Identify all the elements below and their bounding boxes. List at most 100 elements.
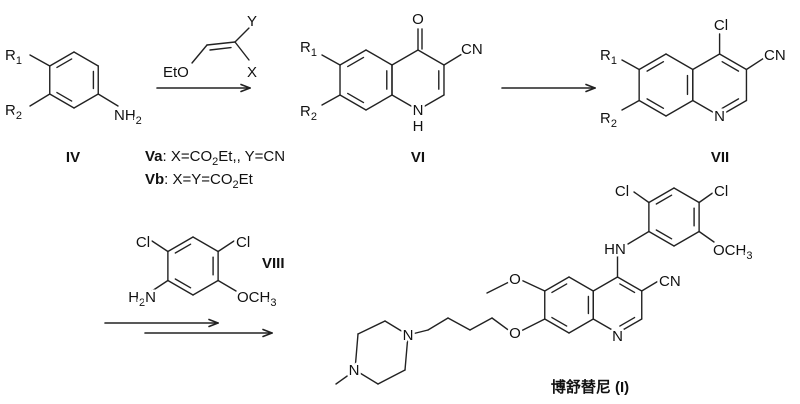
ring-anilino-bond [648, 230, 675, 247]
atom-r2: R2 [5, 102, 22, 122]
reaction-arrow-2-head [585, 83, 596, 89]
ring-IV-double-bond [56, 58, 73, 69]
atom-h: H [413, 118, 424, 135]
legend-Va: Va: X=CO2Et,, Y=CN [145, 148, 285, 168]
compound-bosutinib: Cl Cl HN OCH3 CN N O O N N 博舒替尼 (I) [346, 181, 755, 397]
atom-r2: R2 [300, 103, 317, 123]
ring-quinoline-pyridine-bond [592, 276, 619, 292]
ring-VIII-double-bond [174, 278, 192, 289]
ring-quinoline-pyridine-bond [616, 276, 643, 292]
atom-och3: OCH3 [237, 289, 276, 309]
bond-r1 [621, 59, 640, 71]
bond-r2 [321, 94, 341, 106]
atom-r1: R1 [5, 47, 22, 67]
ring-anilino-bond [648, 187, 675, 204]
compound-label-VI: VI [411, 149, 425, 166]
ring-IV-bond [73, 51, 99, 67]
bond-chain [427, 317, 449, 331]
ring-VII-pyridine-bond [692, 99, 721, 117]
reaction-arrow-3b-head [262, 328, 273, 334]
ring-VI-pyridone-bond [417, 94, 445, 111]
compound-label-product: 博舒替尼 (I) [551, 378, 629, 396]
bond-vinyl [206, 41, 236, 46]
ring-VI-benzo-double-bond [347, 92, 365, 104]
ring-VII-pyridine-double-bond [721, 98, 740, 110]
atom-x: X [247, 64, 257, 81]
reaction-arrow-3a-head [208, 322, 219, 328]
atom-r2: R2 [600, 110, 617, 130]
ring-VII-benzo-bond [665, 53, 694, 71]
bond-o-methoxy [518, 278, 546, 292]
atom-o: O [412, 11, 424, 28]
bond-methyl [486, 281, 510, 294]
ring-VIII-double-bond [174, 243, 192, 254]
compound-VII: R1 R2 Cl CN N VII [598, 15, 789, 167]
bond-o-vinyl [191, 44, 208, 64]
ring-VI-benzo-bond [339, 94, 367, 111]
atom-o-methoxy: O [509, 271, 521, 288]
bond-r2 [621, 99, 640, 111]
bond-cl [698, 191, 715, 204]
ring-VII-benzo-bond [638, 99, 667, 117]
compound-VI: R1 R2 O CN N H VI [298, 9, 486, 167]
ring-VII-benzo-bond [638, 53, 667, 71]
ring-IV-bond [49, 93, 75, 109]
bond-lines [29, 27, 765, 385]
reaction-arrow-3b-head [262, 332, 273, 338]
ring-VII-pyridine-bond [718, 53, 748, 71]
bond-piperazine [357, 320, 386, 335]
compound-VIII: Cl Cl H2N OCH3 VIII [126, 232, 285, 312]
ring-VI-pyridone-bond [417, 49, 445, 66]
ring-VI-benzo-bond [339, 49, 367, 66]
ring-anilino-bond [673, 187, 700, 204]
ring-VI-benzo-bond [365, 49, 393, 66]
atom-cn: CN [461, 41, 483, 58]
reaction-arrow-2-head [585, 87, 596, 93]
ring-VII-pyridine-bond [692, 53, 721, 71]
atom-n-methylpiperazine: N [349, 362, 360, 379]
atom-hn: HN [604, 241, 626, 258]
ring-VIII-bond [167, 279, 194, 296]
ring-VII-benzo-double-bond [646, 60, 665, 72]
atom-cl: Cl [615, 183, 629, 200]
ring-VIII-bond [192, 236, 219, 253]
bond-r1 [29, 54, 51, 67]
bond-o-chain [518, 318, 546, 333]
ring-quinoline-benzo-bond [544, 276, 570, 292]
bond-och3 [217, 279, 237, 292]
ring-VI-pyridone-bond [391, 49, 419, 66]
atom-nh2: NH2 [114, 107, 142, 127]
bond-chain [491, 317, 512, 333]
ring-quinoline-benzo-bond [568, 318, 594, 334]
ring-quinoline-pyridine-double-bond [619, 283, 636, 294]
atom-eto: EtO [163, 64, 189, 81]
legend-Vb: Vb: X=Y=CO2Et [145, 171, 254, 191]
compound-label-VII: VII [711, 149, 729, 166]
bond-cn [443, 53, 463, 66]
bond-chain [411, 329, 429, 335]
reaction-arrow-1-head [240, 83, 251, 89]
bond-cl [217, 240, 235, 253]
atom-n: N [413, 102, 424, 119]
ring-quinoline-benzo-double-bond [551, 283, 568, 294]
ring-anilino-double-bond [655, 194, 673, 205]
atom-cl: Cl [714, 183, 728, 200]
bond-piperazine [377, 369, 406, 385]
atom-cl: Cl [236, 234, 250, 251]
atom-y: Y [247, 13, 257, 30]
bond-cl [151, 240, 169, 253]
atom-cn: CN [659, 273, 681, 290]
atom-cl: Cl [136, 234, 150, 251]
bond-n-methyl [335, 373, 351, 385]
atom-n-piperazine: N [403, 327, 414, 344]
ring-VII-benzo-double-bond [646, 98, 665, 110]
ring-quinoline-benzo-bond [544, 318, 570, 334]
ring-VI-pyridone-bond [391, 94, 419, 111]
ring-VIII-bond [167, 236, 194, 253]
bond-piperazine [354, 369, 379, 385]
atom-och3: OCH3 [713, 242, 752, 262]
ring-quinoline-pyridine-bond [592, 318, 619, 334]
reaction-arrow-1-head [240, 87, 251, 93]
atom-r1: R1 [300, 39, 317, 59]
bond-chain [447, 317, 471, 331]
